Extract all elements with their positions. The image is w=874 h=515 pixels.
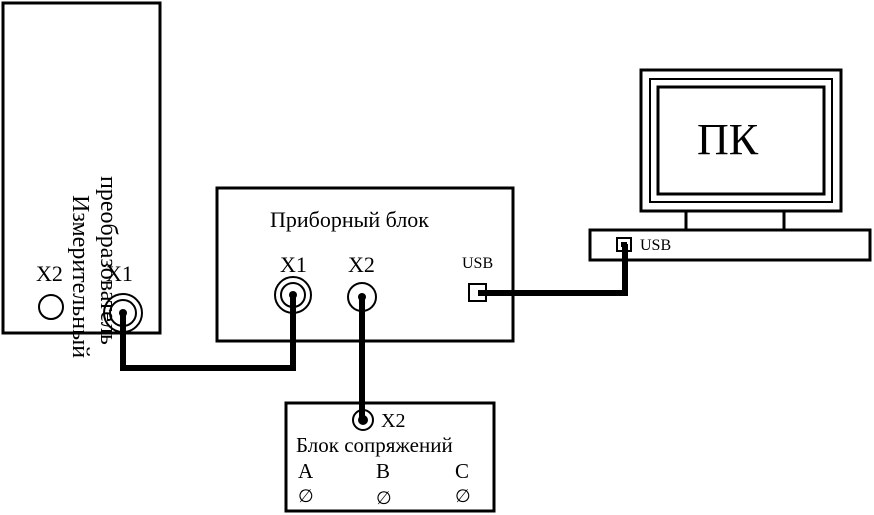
monitor-screen xyxy=(656,85,826,196)
instrument-block-title: Приборный блок xyxy=(270,207,429,232)
converter-frame xyxy=(1,1,162,335)
interface-block-frame xyxy=(284,401,496,513)
interface-port-x2-label: X2 xyxy=(381,410,405,432)
pc: ПК USB xyxy=(588,68,872,262)
instrument-x2-cable-end xyxy=(358,293,366,301)
monitor-inner-frame xyxy=(649,78,833,203)
cable-instrument-usb-to-pc-usb xyxy=(478,244,628,296)
cable-converter-x1-to-instrument-x1 xyxy=(120,295,296,371)
instrument-port-usb-label: USB xyxy=(462,255,493,272)
converter-port-x2-label: X2 xyxy=(36,261,63,286)
cables xyxy=(119,244,628,425)
instrument-x1-cable-end xyxy=(289,291,297,299)
instrument-port-x2-label: X2 xyxy=(348,252,375,277)
contact-c-symbol: ∅ xyxy=(455,486,471,506)
pc-usb-label: USB xyxy=(640,237,671,254)
converter-port-x1-label: X1 xyxy=(106,261,133,286)
pc-base-unit xyxy=(588,228,872,262)
measuring-converter: Измерительный преобразователь X2 X1 xyxy=(1,1,162,358)
pc-label: ПК xyxy=(697,115,759,164)
contact-b-label: B xyxy=(376,459,390,483)
instrument-port-x1-label: X1 xyxy=(280,252,307,277)
contact-a-label: A xyxy=(298,459,314,483)
contact-c-label: C xyxy=(455,459,469,483)
interface-x2-cable-end xyxy=(358,415,368,425)
interface-block-title: Блок сопряжений xyxy=(296,433,453,457)
converter-x1-cable-end xyxy=(119,309,127,317)
contact-b-symbol: ∅ xyxy=(376,488,392,508)
interface-block: X2 Блок сопряжений A B C ∅ ∅ ∅ xyxy=(284,401,496,513)
monitor-stand xyxy=(684,209,786,232)
contact-a-symbol: ∅ xyxy=(298,486,314,506)
converter-title-line1: Измерительный xyxy=(67,195,93,358)
converter-port-x2-connector xyxy=(38,294,64,320)
converter-title-line2: преобразователь xyxy=(95,176,121,345)
